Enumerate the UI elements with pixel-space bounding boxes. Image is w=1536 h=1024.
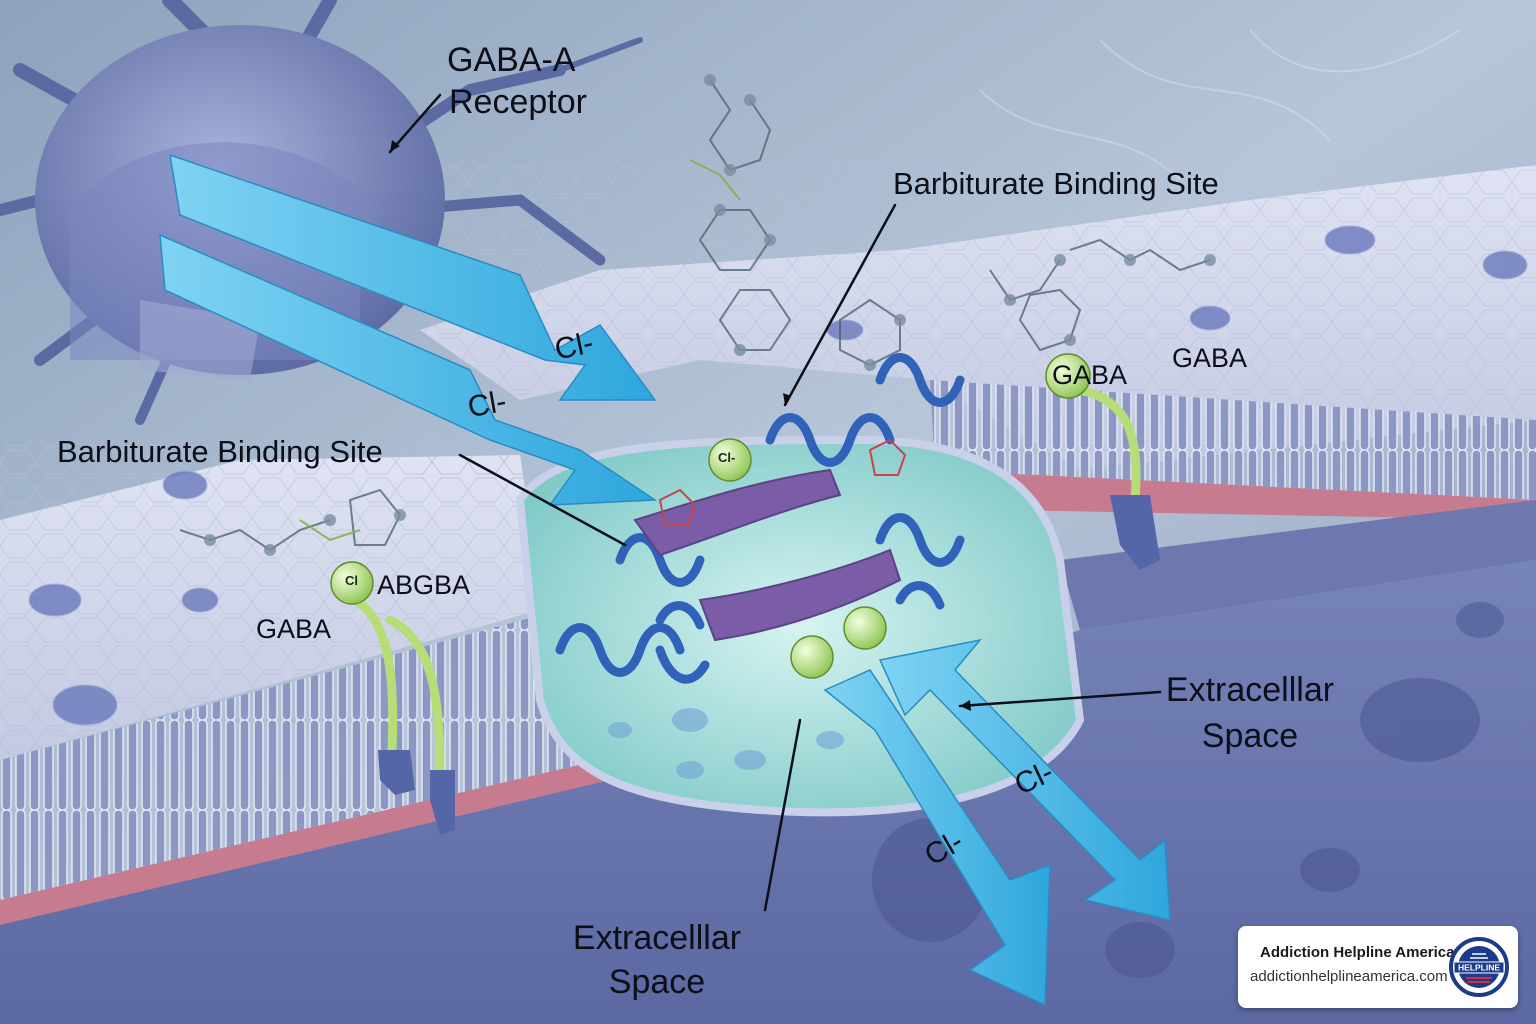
chloride-ion-marker bbox=[330, 353, 1091, 679]
extracellular-label-right-line1: Extracelllar bbox=[1165, 671, 1335, 709]
extracellular-label-bottom-line1: Extracelllar bbox=[572, 919, 742, 957]
gaba-label-left-2: ABGBA bbox=[377, 570, 471, 600]
chloride-label-2: Cl- bbox=[465, 384, 509, 425]
gaba-label-right-1: GABA bbox=[1052, 360, 1128, 390]
extracellular-label-bottom-line2: Space bbox=[608, 963, 706, 1001]
gaba-ion-label-left: Cl bbox=[345, 573, 358, 588]
gaba-label-left-1: GABA bbox=[256, 614, 332, 644]
extracellular-label-right-line2: Space bbox=[1201, 717, 1299, 755]
receptor-label: Receptor bbox=[449, 83, 587, 121]
chloride-small-label: Cl- bbox=[718, 450, 736, 465]
gaba-label-right-2: GABA bbox=[1172, 343, 1248, 373]
barbiturate-site-label-left: Barbiturate Binding Site bbox=[57, 434, 383, 469]
barbiturate-site-label-top: Barbiturate Binding Site bbox=[893, 166, 1219, 201]
brand-url[interactable]: addictionhelplineamerica.com bbox=[1250, 968, 1448, 985]
logo-text: HELPLINE bbox=[1458, 963, 1500, 973]
brand-name: Addiction Helpline America bbox=[1260, 944, 1455, 961]
brand-badge[interactable]: Addiction Helpline America addictionhelp… bbox=[1238, 926, 1518, 1008]
helpline-logo-icon: HELPLINE bbox=[1449, 937, 1509, 997]
gaba-a-label: GABA-A bbox=[447, 41, 576, 79]
